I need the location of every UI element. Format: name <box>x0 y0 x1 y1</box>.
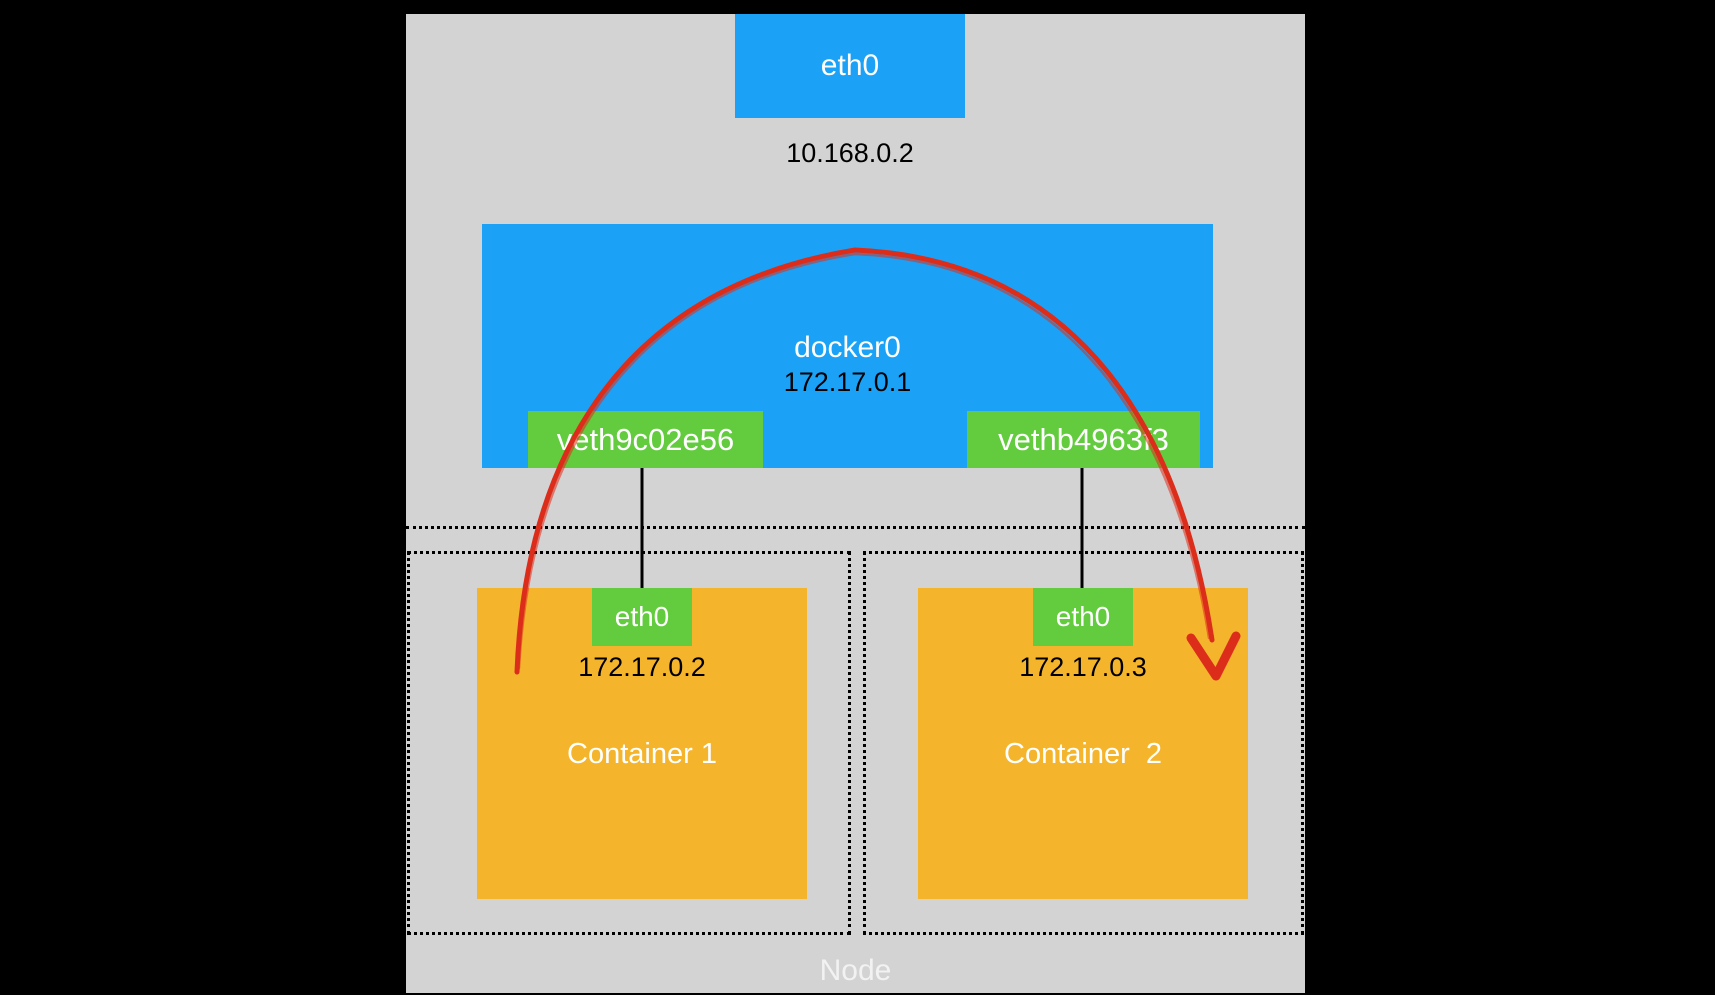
veth-left-text: veth9c02e56 <box>556 421 735 457</box>
container2-eth0-text: eth0 <box>1055 601 1111 632</box>
container1-eth0-text: eth0 <box>614 601 670 632</box>
container2-eth0-label: eth0 <box>1033 588 1133 646</box>
host-ip-label: 10.168.0.2 <box>786 138 914 168</box>
host-eth0-box: eth0 <box>735 14 965 118</box>
docker0-ip-label: 172.17.0.1 <box>783 367 912 397</box>
docker0-label: docker0 <box>794 331 901 364</box>
container1-ip-label: 172.17.0.2 <box>578 652 706 682</box>
veth-right-label: vethb4963f3 <box>967 411 1200 468</box>
container2-ip-label: 172.17.0.3 <box>1019 652 1147 682</box>
container1-eth0-label: eth0 <box>592 588 692 646</box>
node-name-label: Node <box>819 954 892 987</box>
container2-name-label: Container 2 <box>1004 738 1162 770</box>
namespace-separator-dotted-line <box>406 526 1305 529</box>
veth-right-text: vethb4963f3 <box>998 421 1169 457</box>
container1-name-label: Container 1 <box>567 738 717 770</box>
host-eth0-label: eth0 <box>820 49 880 82</box>
veth-left-label: veth9c02e56 <box>528 411 763 468</box>
